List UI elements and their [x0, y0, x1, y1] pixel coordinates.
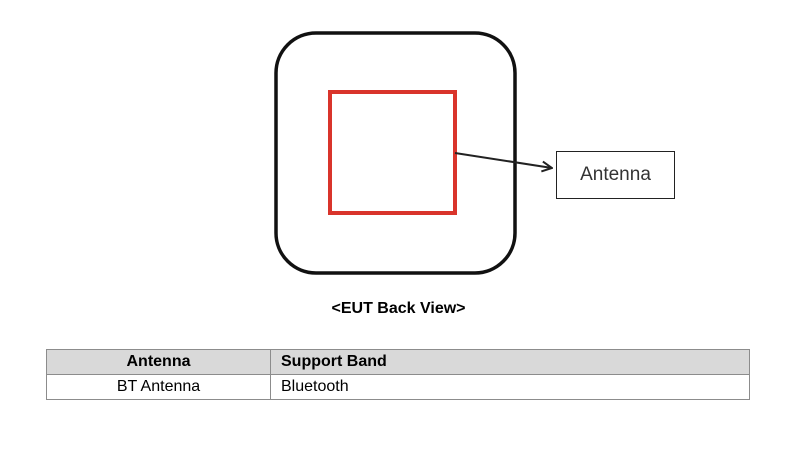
eut-back-view-diagram: Antenna [274, 31, 785, 275]
cell-antenna: BT Antenna [46, 374, 271, 400]
antenna-location-box [328, 90, 457, 215]
antenna-callout-label: Antenna [556, 151, 675, 199]
figure-caption: <EUT Back View> [331, 300, 466, 317]
antenna-table: Antenna Support Band BT Antenna Bluetoot… [46, 349, 750, 400]
table-row: BT Antenna Bluetooth [46, 374, 750, 400]
table-header-row: Antenna Support Band [46, 349, 750, 375]
device-outline [274, 31, 517, 275]
header-antenna: Antenna [46, 349, 271, 375]
cell-support-band: Bluetooth [270, 374, 750, 400]
callout-arrow [454, 152, 552, 168]
header-support-band: Support Band [270, 349, 750, 375]
diagram-svg [274, 31, 785, 275]
